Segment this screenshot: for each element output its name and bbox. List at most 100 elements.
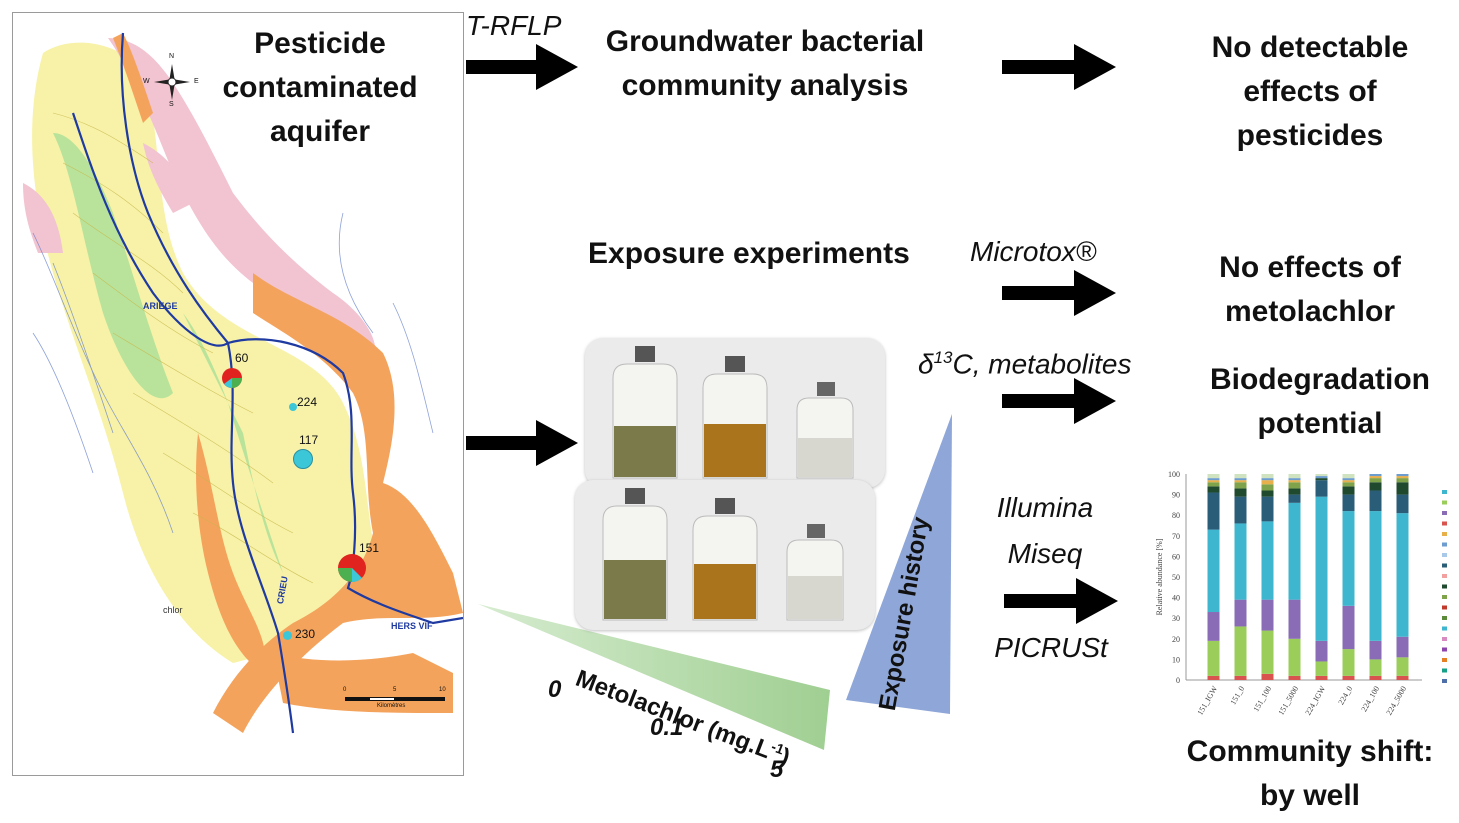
vial-row-graphic (602, 488, 844, 621)
community-shift-result: Community shift: by well (1170, 730, 1450, 818)
orange-slope (213, 273, 463, 733)
pink-terrace (108, 38, 376, 363)
bar-segment (1396, 476, 1409, 479)
scale-tick-0: 0 (343, 687, 347, 693)
bar-segment (1234, 482, 1247, 489)
bar-segment (1234, 675, 1247, 680)
x-tick-label: 151_IGW (1195, 684, 1219, 717)
biodegradation-result: Biodegradation potential (1190, 358, 1450, 446)
scale-bar-segment (370, 698, 394, 700)
legend-swatch (1442, 542, 1447, 547)
isotope-delta: δ (918, 348, 934, 380)
legend-swatch (1442, 532, 1447, 536)
aquifer-title-line-1: Pesticide (254, 27, 386, 60)
bar-segment (1315, 480, 1328, 497)
well-label-117: 117 (299, 433, 319, 447)
isotope-rest: C, metabolites (952, 348, 1132, 380)
pink-terrace (23, 183, 63, 253)
bar-segment (1369, 511, 1382, 641)
bar-segment (1369, 482, 1382, 491)
bar-segment (1369, 476, 1382, 479)
aquifer-title-line-3: aquifer (269, 115, 371, 148)
rivers (71, 32, 463, 734)
streams (32, 212, 434, 534)
bar-segment (1207, 675, 1220, 680)
legend-swatch (1442, 668, 1447, 673)
legend-swatch (1442, 584, 1447, 589)
river-label-ariege: ARIEGE (143, 301, 178, 311)
well-label-230: 230 (295, 627, 316, 641)
bar-segment (1342, 605, 1355, 650)
bar-segment (1369, 675, 1382, 680)
aquifer-title-line-2: contaminated (222, 71, 418, 104)
vials-photo-top (585, 338, 885, 488)
bar-segment (1315, 476, 1328, 479)
bar-segment (1396, 474, 1409, 477)
aquifer-map: N S E W ARIEGE CRIEU HERS VIF chlor 60 2… (12, 12, 464, 776)
bar-segment (1315, 661, 1328, 676)
bar-segment (1342, 478, 1355, 481)
vials-photo-bottom (575, 480, 875, 630)
well-60 (221, 367, 243, 389)
bar-segment (1207, 482, 1220, 487)
legend-swatch (1442, 616, 1447, 620)
bar-segment (1342, 486, 1355, 495)
legend-swatch (1442, 647, 1447, 652)
arrow-sequencing (1004, 578, 1118, 624)
bar-segment (1315, 478, 1328, 481)
bar-segment (1234, 626, 1247, 676)
aquifer-title: Pesticide contaminated aquifer (200, 22, 440, 154)
compass-s: S (169, 101, 174, 108)
bar-segment (1207, 529, 1220, 613)
bar-segment (1369, 474, 1382, 477)
well-label-224: 224 (297, 395, 318, 409)
bar-segment (1207, 486, 1220, 493)
bar-segment (1288, 474, 1301, 479)
community-analysis-title: Groundwater bacterial community analysis (580, 20, 950, 108)
bar-segment (1369, 478, 1382, 483)
green-zone (53, 133, 173, 399)
x-tick-label: 224_IGW (1303, 684, 1327, 717)
scale-bar: 0 5 10 Kilomètres (343, 687, 446, 717)
bar-segment (1315, 640, 1328, 662)
bar-segment (1288, 488, 1301, 495)
arrow-isotope (1002, 378, 1116, 424)
biodegradation-line-2: potential (1257, 407, 1383, 440)
bar-segment (1261, 599, 1274, 631)
legend-swatch (1442, 679, 1447, 683)
bar-segment (1207, 474, 1220, 479)
bar-segment (1261, 673, 1274, 680)
well-151 (337, 553, 367, 583)
concentration-5: 5 (770, 756, 784, 783)
trflp-label: T-RFLP (466, 10, 562, 41)
legend-swatch (1442, 563, 1447, 568)
y-tick-label: 70 (1172, 532, 1180, 541)
legend-swatch (1442, 490, 1447, 494)
bar-segment (1369, 640, 1382, 660)
bar-segment (1396, 478, 1409, 483)
compass-icon (154, 64, 190, 100)
well-pie-icon (222, 368, 242, 388)
legend-swatch (1442, 626, 1447, 631)
legend-swatch (1442, 574, 1447, 578)
river-ariege (120, 32, 295, 734)
basin-area (32, 42, 383, 663)
bar-segment (1342, 675, 1355, 680)
community-shift-line-1: Community shift: (1186, 735, 1434, 768)
river-hers-vif (227, 338, 463, 625)
bar-segment (1288, 675, 1301, 680)
y-axis-label: Relative abundance [%] (1155, 538, 1164, 615)
y-tick-label: 60 (1172, 552, 1180, 561)
community-analysis-line-1: Groundwater bacterial (605, 25, 925, 58)
bar-segment (1288, 478, 1301, 481)
bar-segment (1261, 484, 1274, 491)
y-tick-label: 0 (1176, 676, 1180, 685)
isotope-metabolites-label: δ13C, metabolites (918, 338, 1131, 384)
no-effects-metolachlor-line-1: No effects of (1219, 251, 1401, 284)
arrow-aquifer-to-experiment (466, 420, 578, 466)
bar-segment (1369, 659, 1382, 676)
scale-tick-10: 10 (439, 687, 446, 693)
bar-segment (1342, 649, 1355, 676)
